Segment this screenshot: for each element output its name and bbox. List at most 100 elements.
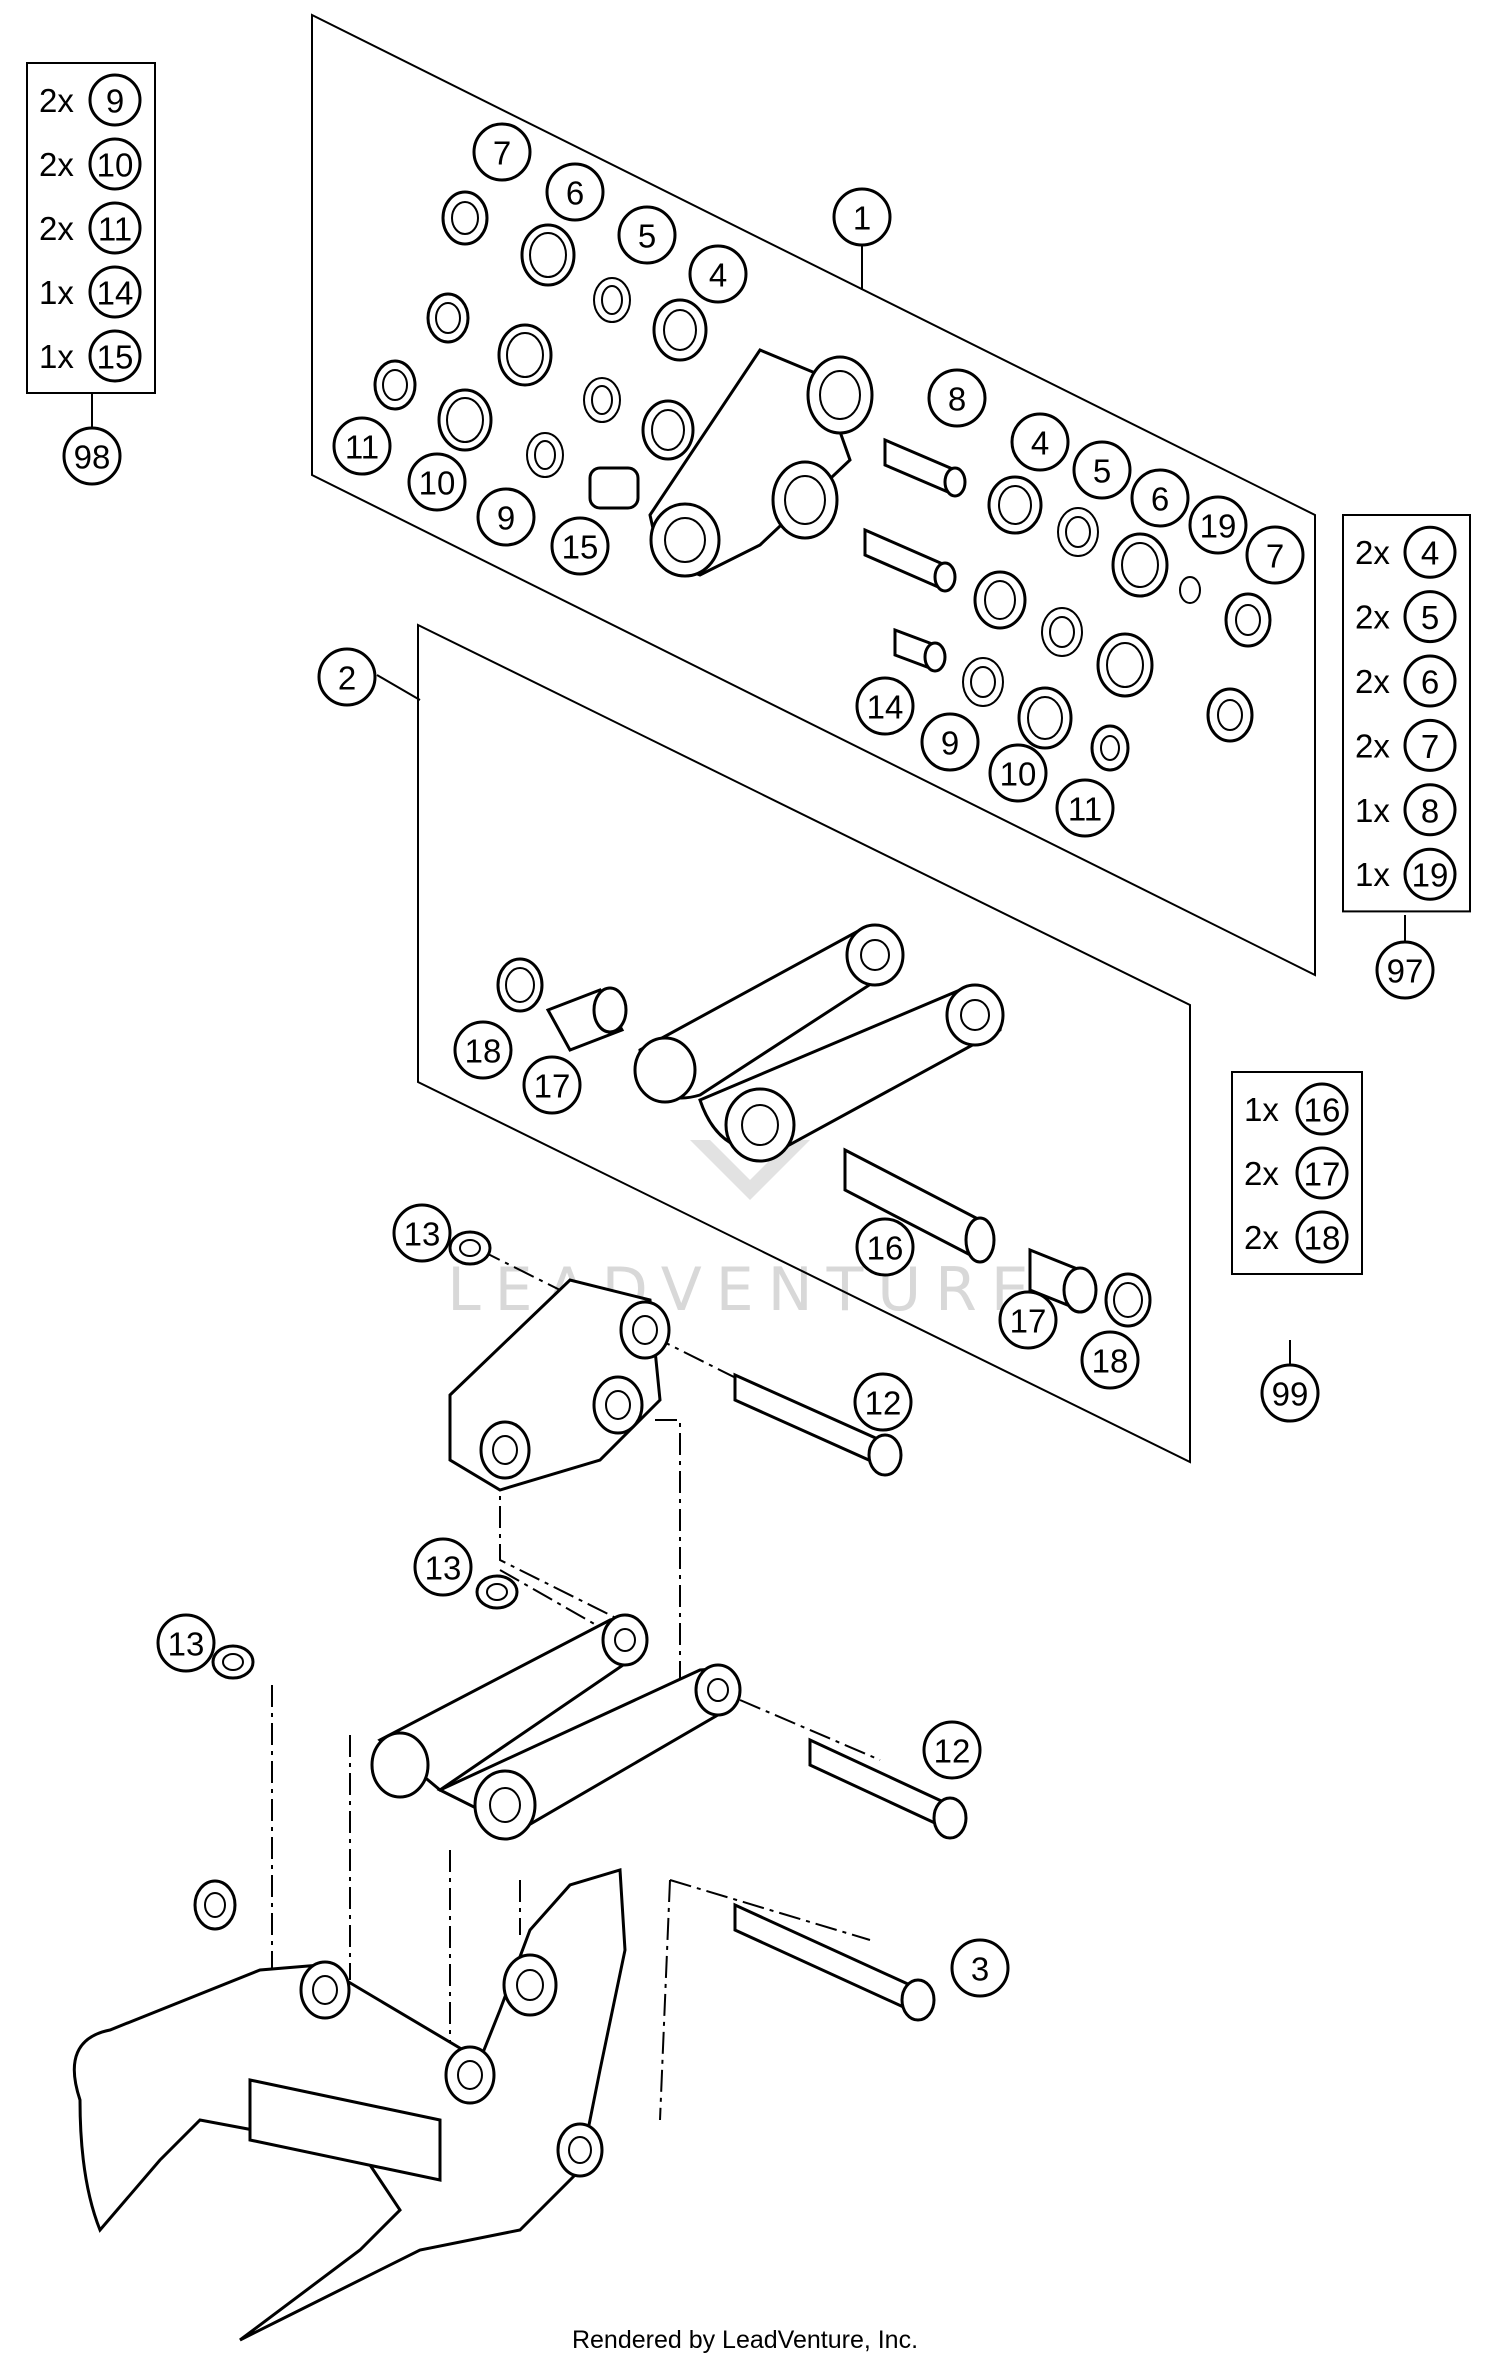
- callout-c12b: 12: [922, 1720, 982, 1780]
- kit-qty: 2x: [39, 146, 74, 183]
- callout-c11a: 11: [332, 416, 392, 476]
- kit-qty: 2x: [1355, 599, 1390, 636]
- kit-part-callout: 10: [88, 137, 142, 191]
- callout-c13b: 13: [413, 1537, 473, 1597]
- kit-part-callout-label: 7: [1421, 728, 1439, 765]
- callout-c18a-label: 18: [465, 1033, 502, 1070]
- callout-c3: 3: [950, 1938, 1010, 1998]
- kit-qty: 2x: [1244, 1155, 1279, 1192]
- kit-box-99: 1x 16 2x 17 2x 18 99: [1231, 1071, 1363, 1423]
- footer-credit: Rendered by LeadVenture, Inc.: [572, 2326, 918, 2354]
- kit-part-callout: 4: [1403, 525, 1457, 579]
- callouts: 1234455667789910101111121213131314151617…: [156, 122, 1305, 1998]
- kit-part-callout: 7: [1403, 718, 1457, 772]
- callout-c18b-label: 18: [1092, 1343, 1129, 1380]
- callout-c4b-label: 4: [1031, 425, 1049, 462]
- kit-qty: 1x: [39, 338, 74, 375]
- callout-c6a-label: 6: [566, 175, 584, 212]
- callout-c13c-label: 13: [168, 1626, 205, 1663]
- kit-qty: 2x: [1355, 534, 1390, 571]
- kit-qty: 1x: [1355, 856, 1390, 893]
- kit-callout-97-label: 97: [1387, 953, 1424, 990]
- callout-c17a: 17: [522, 1055, 582, 1115]
- kit-part-callout: 17: [1295, 1146, 1349, 1200]
- kit-callout-98-label: 98: [74, 439, 111, 476]
- callout-c3-label: 3: [971, 1951, 989, 1988]
- lower-assembly: [72, 1230, 968, 2342]
- kit-part-callout-label: 15: [97, 339, 134, 376]
- kit-part-callout-label: 19: [1412, 857, 1449, 894]
- callout-c5a: 5: [617, 205, 677, 265]
- callout-c18b: 18: [1080, 1330, 1140, 1390]
- callout-c13b-label: 13: [425, 1550, 462, 1587]
- kit-part-callout: 11: [88, 201, 142, 255]
- callout-c4a-label: 4: [709, 257, 727, 294]
- callout-c1: 1: [832, 187, 892, 247]
- callout-c1-label: 1: [853, 200, 871, 237]
- kit-part-callout-label: 8: [1421, 792, 1439, 829]
- callout-c7a: 7: [472, 122, 532, 182]
- kit-part-callout-label: 17: [1304, 1156, 1341, 1193]
- kit-qty: 1x: [39, 274, 74, 311]
- kit-callout-99: 99: [1260, 1363, 1320, 1423]
- kit-part-callout-label: 18: [1304, 1220, 1341, 1257]
- kit-qty: 1x: [1355, 792, 1390, 829]
- callout-c10a-label: 10: [419, 465, 456, 502]
- kit-part-callout-label: 6: [1421, 664, 1439, 701]
- callout-c9b: 9: [920, 712, 980, 772]
- callout-c17a-label: 17: [534, 1068, 571, 1105]
- pull-rod-kit-2: [496, 923, 1152, 1328]
- callout-c8: 8: [927, 368, 987, 428]
- callout-c13a-label: 13: [404, 1216, 441, 1253]
- callout-c6b-label: 6: [1151, 481, 1169, 518]
- kit-part-callout: 8: [1403, 783, 1457, 837]
- callout-c11a-label: 11: [345, 429, 379, 466]
- callout-c19: 19: [1188, 495, 1248, 555]
- bushings-kit-1: [373, 190, 1272, 772]
- callout-c6b: 6: [1130, 468, 1190, 528]
- callout-c2: 2: [317, 647, 377, 707]
- kit-part-callout: 9: [88, 73, 142, 127]
- kit-part-callout: 19: [1403, 847, 1457, 901]
- callout-c5a-label: 5: [638, 218, 656, 255]
- kit-qty: 2x: [1244, 1219, 1279, 1256]
- callout-c12b-label: 12: [934, 1733, 971, 1770]
- callout-c9b-label: 9: [941, 725, 959, 762]
- callout-c5b-label: 5: [1093, 453, 1111, 490]
- kit-qty: 1x: [1244, 1091, 1279, 1128]
- callout-c19-label: 19: [1200, 508, 1237, 545]
- kit-part-callout: 6: [1403, 654, 1457, 708]
- kit-part-callout: 18: [1295, 1210, 1349, 1264]
- kit-qty: 2x: [1355, 663, 1390, 700]
- callout-c2-label: 2: [338, 660, 356, 697]
- kit-part-callout-label: 16: [1304, 1092, 1341, 1129]
- kit-part-callout-label: 10: [97, 147, 134, 184]
- callout-c13a: 13: [392, 1203, 452, 1263]
- callout-c6a: 6: [545, 162, 605, 222]
- callout-c10a: 10: [407, 452, 467, 512]
- kit-part-callout: 5: [1403, 590, 1457, 644]
- callout-c18a: 18: [453, 1020, 513, 1080]
- kit-part-callout: 16: [1295, 1082, 1349, 1136]
- callout-c8-label: 8: [948, 381, 966, 418]
- kit-part-callout: 15: [88, 329, 142, 383]
- callout-c17b: 17: [998, 1290, 1058, 1350]
- kit-qty: 2x: [39, 82, 74, 119]
- kit-part-callout-label: 11: [98, 211, 132, 248]
- kit-2-outline: [417, 623, 1191, 1464]
- callout-c15: 15: [550, 516, 610, 576]
- kit-part-callout-label: 9: [106, 83, 124, 120]
- kit-callout-98: 98: [62, 426, 122, 486]
- callout-c7a-label: 7: [493, 135, 511, 172]
- callout-c10b: 10: [988, 743, 1048, 803]
- kit-qty: 2x: [39, 210, 74, 247]
- callout-c16: 16: [855, 1217, 915, 1277]
- kit-callout-99-label: 99: [1272, 1376, 1309, 1413]
- callout-c11b-label: 11: [1068, 791, 1102, 828]
- callout-c14: 14: [855, 676, 915, 736]
- callout-c15-label: 15: [562, 529, 599, 566]
- kit-callout-97: 97: [1375, 940, 1435, 1000]
- callout-c12a: 12: [853, 1372, 913, 1432]
